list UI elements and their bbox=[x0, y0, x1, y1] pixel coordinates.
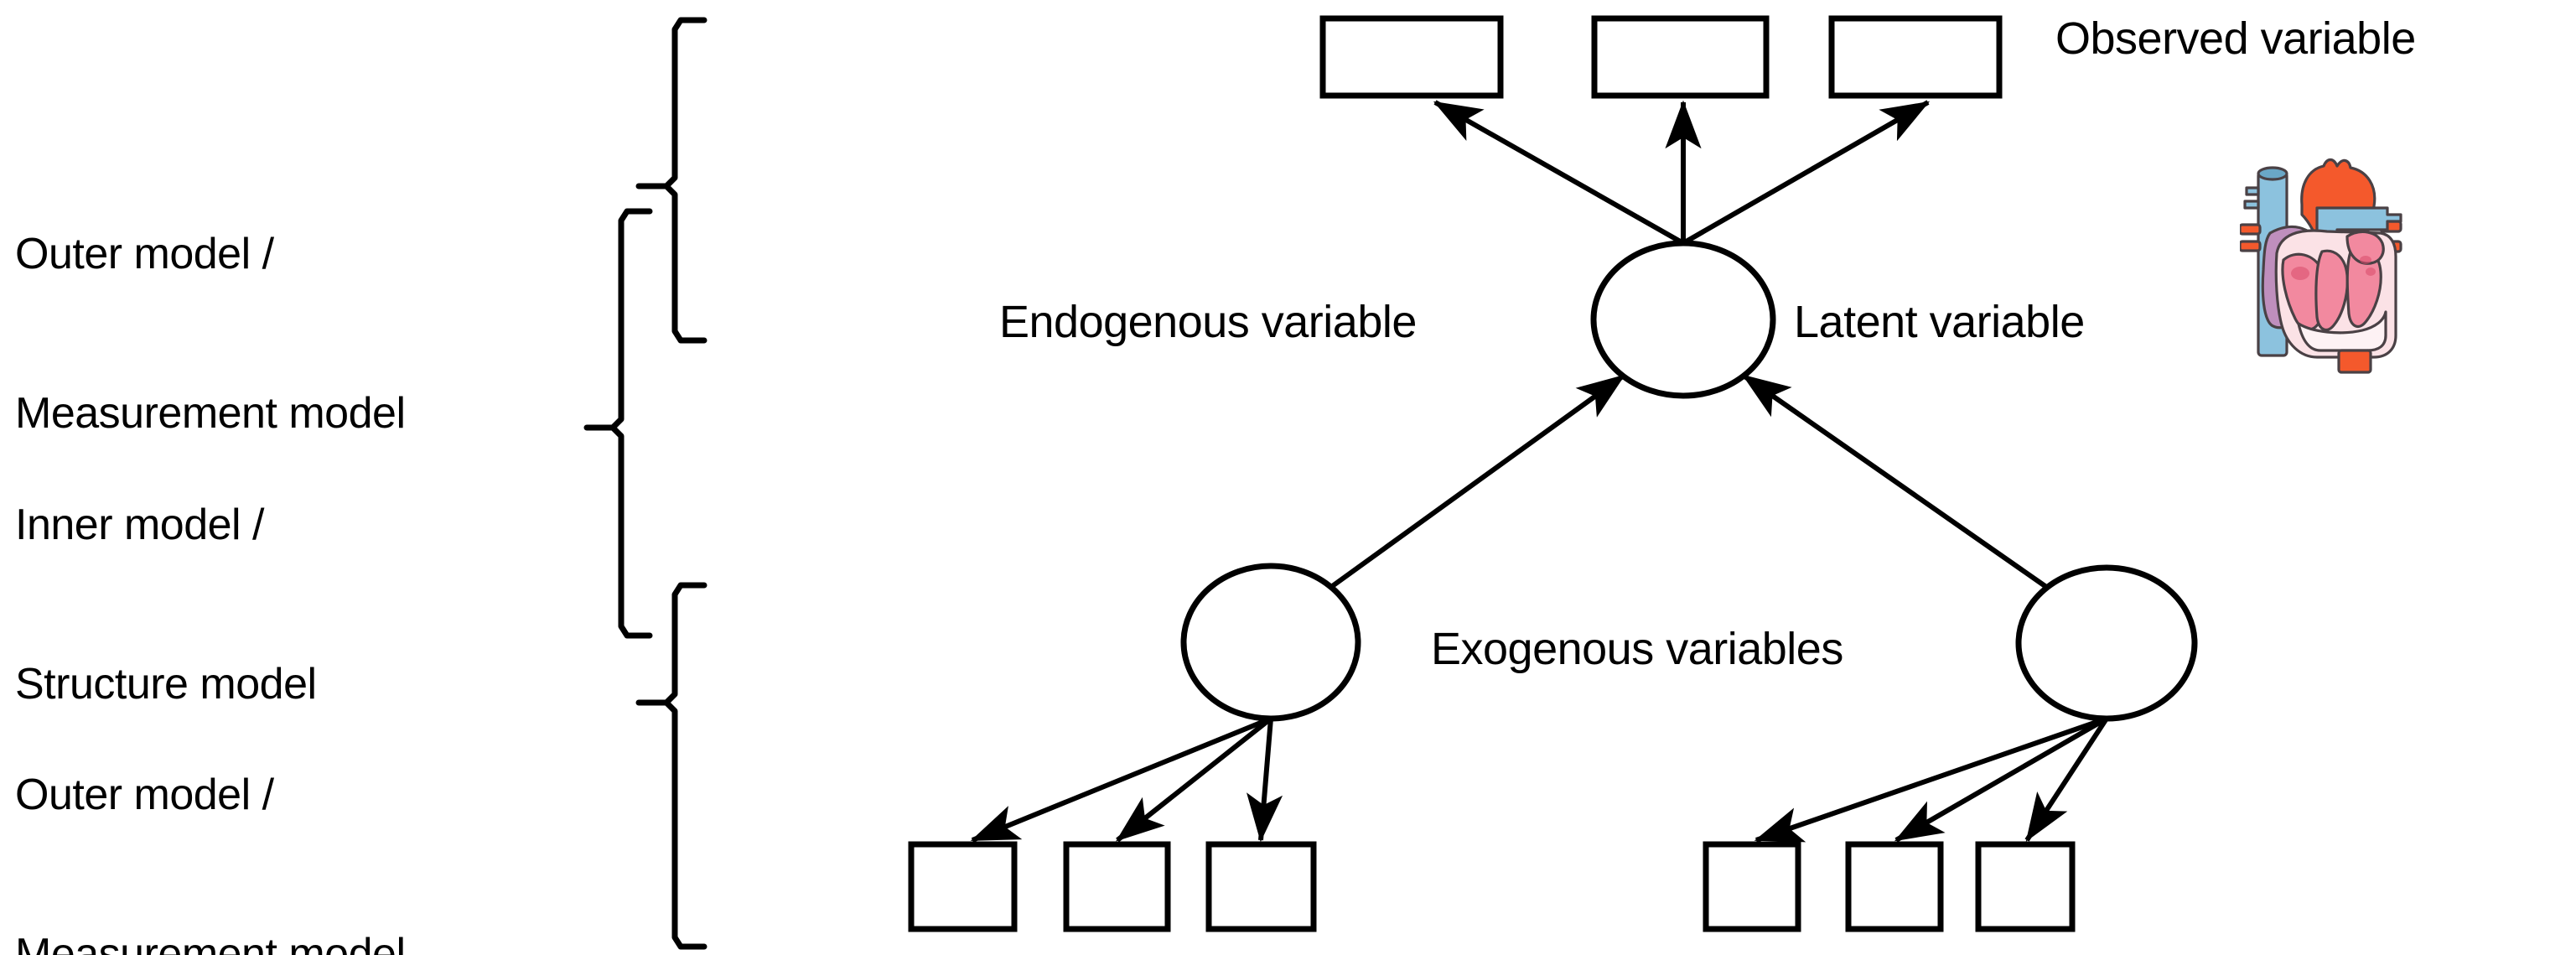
arrow-exoleft-to-obs5 bbox=[1116, 716, 1272, 843]
accent-3 bbox=[2366, 267, 2376, 276]
observed-box-6 bbox=[1205, 841, 1317, 932]
bracket-label-outer-bottom: Outer model / Measurement model bbox=[15, 662, 602, 955]
label-latent-variable: Latent variable bbox=[1794, 297, 2085, 347]
arrow-latent-to-obs3 bbox=[1682, 100, 1931, 246]
interventricular-septum bbox=[2314, 249, 2349, 332]
arrow-exo-right-to-latent bbox=[1742, 373, 2050, 591]
bracket-label-outer-bottom-line2: Measurement model bbox=[15, 930, 406, 955]
inner-model-arrows bbox=[1329, 373, 2050, 591]
observed-box-9 bbox=[1975, 841, 2076, 932]
arrow-latent-to-obs1 bbox=[1433, 100, 1685, 246]
bracket-label-outer-top-line2: Measurement model bbox=[15, 389, 406, 439]
pulmonary-branch-left-1 bbox=[2240, 223, 2262, 236]
bracket-label-inner: Inner model / Structure model bbox=[15, 392, 602, 818]
observed-box-5 bbox=[1063, 841, 1171, 932]
ellipse-exogenous-right bbox=[2015, 564, 2198, 722]
accent-1 bbox=[2291, 267, 2309, 280]
bracket-label-outer-top: Outer model / Measurement model bbox=[15, 122, 602, 548]
outer-model-top-arrows bbox=[1433, 100, 1931, 246]
bracket-label-inner-line1: Inner model / bbox=[15, 500, 265, 549]
observed-box-7 bbox=[1703, 841, 1801, 932]
observed-box-1 bbox=[1319, 15, 1504, 99]
vena-cava-opening bbox=[2257, 166, 2288, 181]
ellipse-exogenous-left bbox=[1180, 563, 1361, 722]
latent-ellipses bbox=[1180, 240, 2198, 722]
arrow-exoright-to-obs7 bbox=[1754, 716, 2107, 843]
bottom-observed-boxes bbox=[908, 841, 2076, 932]
bracket-inner bbox=[609, 208, 653, 639]
bracket-outer-top bbox=[663, 17, 707, 344]
observed-box-3 bbox=[1828, 15, 2003, 99]
ventricular-cavity bbox=[2297, 310, 2387, 352]
bracket-label-inner-line2: Structure model bbox=[15, 660, 317, 709]
descending-aorta-stub bbox=[2337, 349, 2372, 374]
label-observed-variable: Observed variable bbox=[2055, 13, 2416, 64]
observed-box-2 bbox=[1591, 15, 1770, 99]
arrow-exo-left-to-latent bbox=[1329, 373, 1625, 589]
arrow-exoright-to-obs9 bbox=[2024, 717, 2109, 843]
observed-box-8 bbox=[1845, 841, 1944, 932]
accent-2 bbox=[2360, 256, 2371, 264]
ellipse-endogenous-latent bbox=[1590, 240, 1776, 399]
heart-accents bbox=[2291, 256, 2376, 280]
bracket-outer-bottom bbox=[663, 582, 707, 950]
label-exogenous-variables: Exogenous variables bbox=[1431, 624, 1843, 674]
outer-model-bottom-arrows bbox=[970, 716, 2109, 843]
observed-box-4 bbox=[908, 841, 1018, 932]
bracket-label-outer-bottom-line1: Outer model / bbox=[15, 770, 274, 819]
aortic-valve-region bbox=[2345, 230, 2385, 265]
arrow-exoleft-to-obs6 bbox=[1247, 718, 1283, 843]
heart-cross-section-icon bbox=[2240, 134, 2428, 377]
bracket-label-outer-top-line1: Outer model / bbox=[15, 229, 274, 278]
heart-illustration-svg bbox=[2240, 158, 2402, 374]
top-observed-boxes bbox=[1319, 15, 2003, 99]
vena-cava-branch-upper bbox=[2245, 186, 2260, 196]
arrow-exoleft-to-obs4 bbox=[970, 716, 1272, 843]
pulmonary-branch-left-2 bbox=[2240, 240, 2262, 252]
vena-cava-branch-lower bbox=[2243, 200, 2260, 210]
label-endogenous-variable: Endogenous variable bbox=[999, 297, 1417, 347]
bracket-group bbox=[583, 17, 707, 950]
arrow-exoright-to-obs8 bbox=[1894, 716, 2108, 843]
